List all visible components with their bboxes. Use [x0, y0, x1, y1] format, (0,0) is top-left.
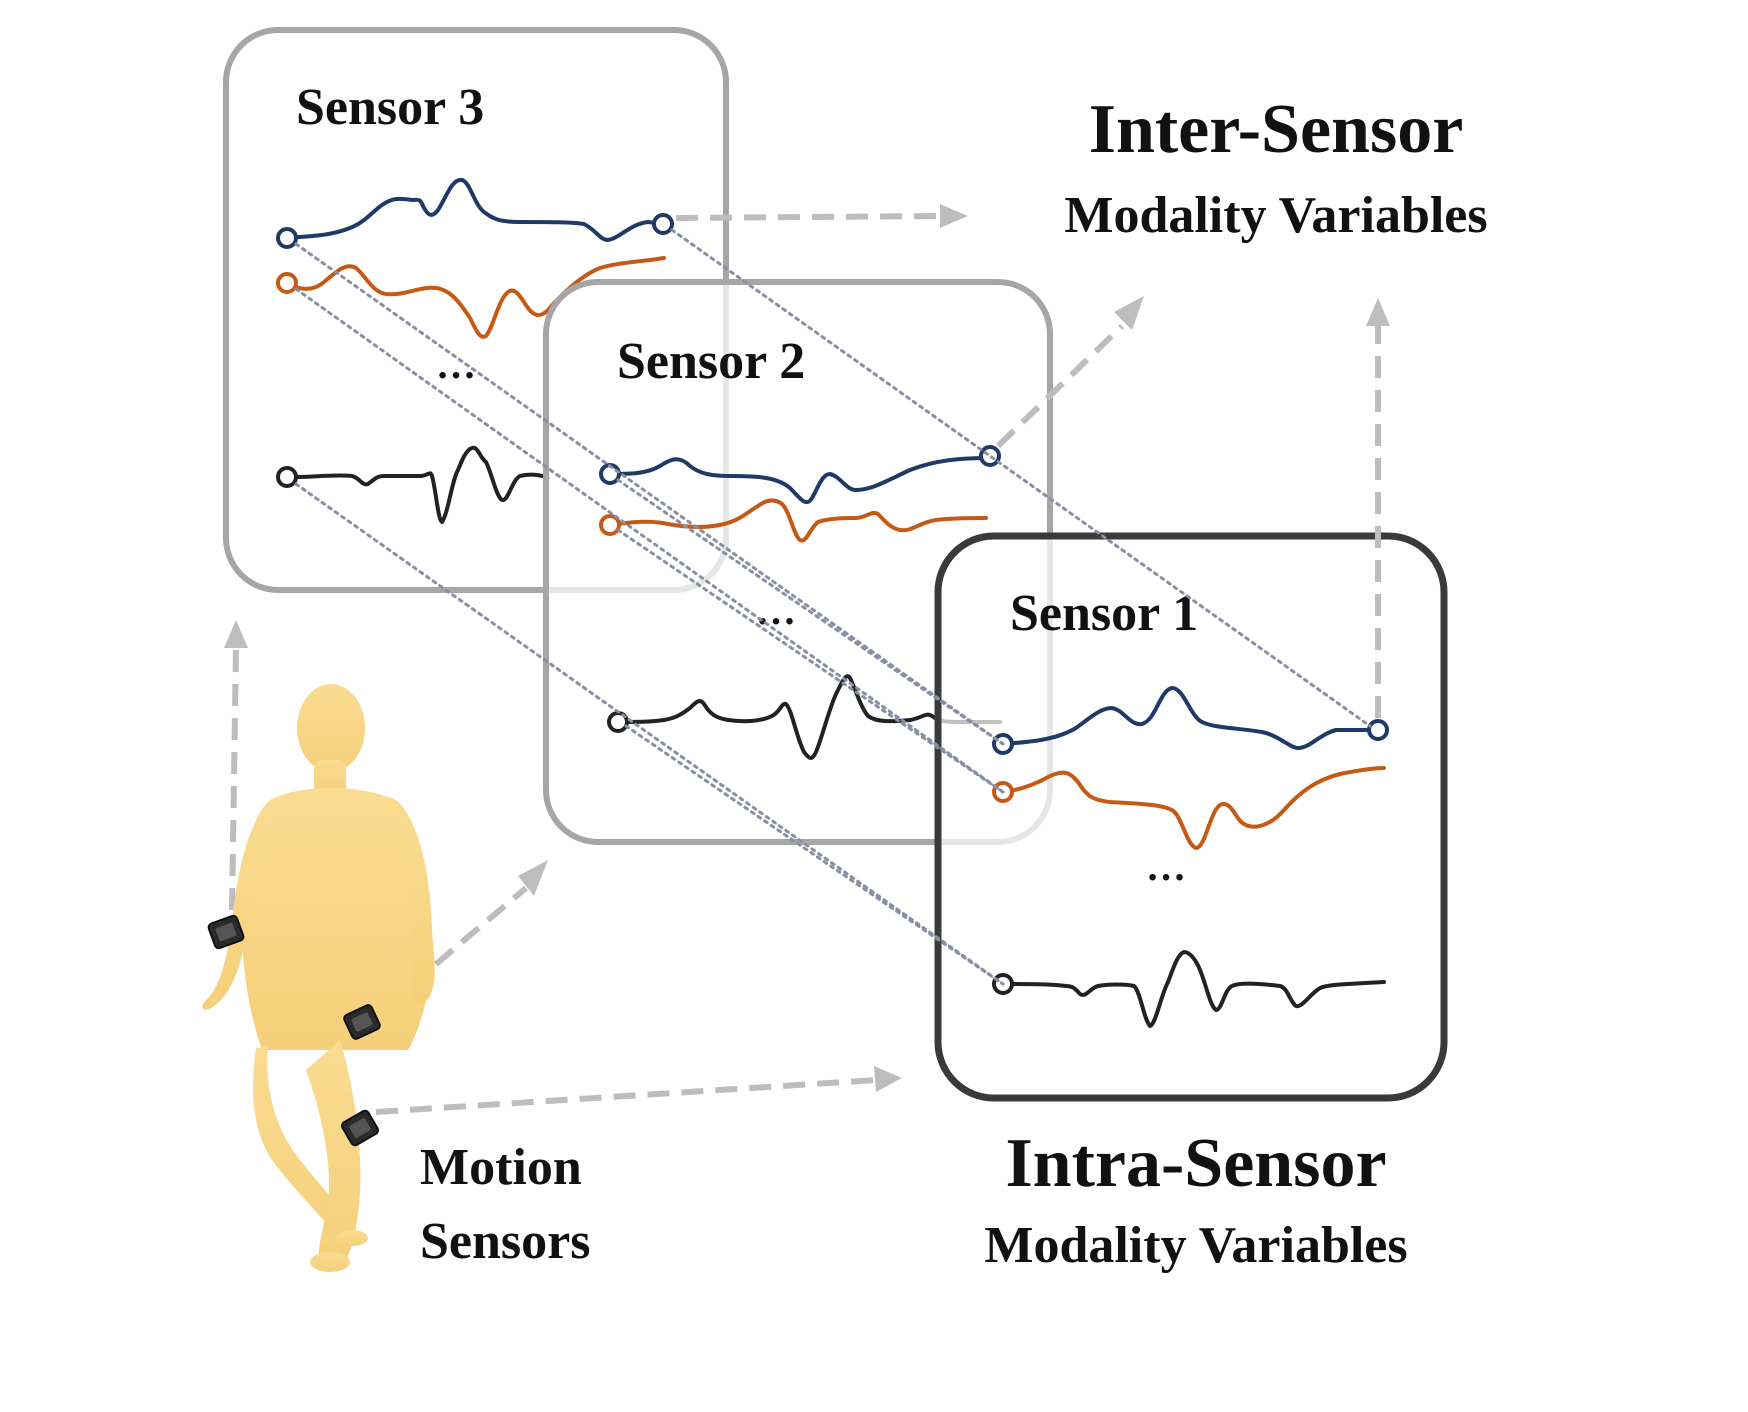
arrowhead-s3-to-inter	[940, 204, 968, 228]
sensor-3-series-black	[285, 445, 550, 524]
sensor-3-blue-start	[276, 227, 298, 249]
link-blue-2-to-1	[616, 478, 1005, 746]
person-torso	[241, 788, 432, 1050]
intra-sensor-title: Intra-Sensor	[1005, 1125, 1386, 1202]
dashed-arrows	[229, 213, 1381, 1115]
link-black-2-to-1	[624, 724, 1005, 986]
sensor-3-series-blue	[285, 177, 665, 242]
sensor-2-orange-start	[599, 514, 621, 536]
arrow-human-to-s1	[375, 1077, 877, 1115]
walking-person-silhouette	[202, 684, 435, 1272]
person-foot-back	[336, 1230, 368, 1246]
imu-chip-ankle	[340, 1109, 380, 1147]
sensor-1-series-blue	[1001, 686, 1380, 750]
dotted-links	[294, 228, 1372, 986]
sensor-2-label: Sensor 2	[617, 333, 805, 390]
link-orange-2-to-1	[616, 528, 1005, 794]
link-orange-3-to-1	[294, 287, 1005, 794]
link-blue-3-to-1	[294, 242, 1005, 746]
sensor-1-blue-end	[1367, 719, 1389, 741]
sensor-1-series-black	[1001, 950, 1386, 1028]
person-left-arm	[202, 806, 278, 1010]
sensor-3-label: Sensor 3	[296, 79, 484, 136]
arrowhead-s1-to-inter	[1366, 298, 1390, 326]
arrow-s2-to-inter	[995, 323, 1125, 449]
intra-sensor-subtitle: Modality Variables	[984, 1217, 1407, 1274]
arrow-human-to-s2	[382, 885, 528, 1011]
imu-chip-thigh	[343, 1004, 381, 1040]
arrowhead-s2-to-inter	[1114, 296, 1144, 330]
person-neck	[314, 760, 346, 796]
link-blue-end-3-to-1	[670, 228, 1372, 728]
motion-sensors-line1: Motion	[420, 1139, 582, 1196]
sensor-2-series-orange	[608, 498, 988, 543]
imu-chip-wrist	[207, 914, 245, 950]
arrowhead-human-to-s2	[518, 860, 548, 896]
person-front-leg	[306, 1040, 361, 1269]
link-black-3-to-1	[294, 482, 1005, 986]
sensor-3-panel: Sensor 3 …	[223, 27, 729, 593]
motion-sensors-line2: Sensors	[420, 1213, 590, 1270]
person-right-arm	[392, 806, 435, 1004]
sensor-1-panel: Sensor 1 …	[934, 532, 1448, 1102]
inter-sensor-title: Inter-Sensor	[1089, 91, 1464, 168]
sensor-2-series-blue	[608, 456, 992, 505]
person-foot-front	[310, 1252, 350, 1272]
sensor-1-box	[934, 532, 1448, 1102]
sensor-3-ellipsis: …	[436, 342, 476, 387]
sensor-2-series-black	[616, 674, 1002, 760]
inter-sensor-subtitle: Modality Variables	[1064, 187, 1487, 244]
sensor-1-fill	[938, 536, 1444, 1098]
sensor-1-series-orange	[1001, 766, 1386, 850]
sensor-3-orange-start	[276, 272, 298, 294]
arrow-heads	[224, 204, 1390, 1092]
arrowhead-human-to-s3	[224, 620, 248, 648]
sensor-2-blue-end	[979, 445, 1001, 467]
sensor-1-label: Sensor 1	[1010, 585, 1198, 642]
sensor-3-blue-end	[652, 213, 674, 235]
sensor-3-black-start	[276, 466, 298, 488]
arrow-s3-to-inter	[675, 213, 941, 221]
arrow-human-to-s3	[229, 647, 239, 911]
sensor-1-ellipsis: …	[1146, 844, 1186, 889]
sensor-2-fill	[546, 282, 1050, 842]
arrowhead-human-to-s1	[874, 1066, 902, 1092]
sensor-2-ellipsis: …	[756, 588, 796, 633]
person-head	[297, 684, 365, 772]
